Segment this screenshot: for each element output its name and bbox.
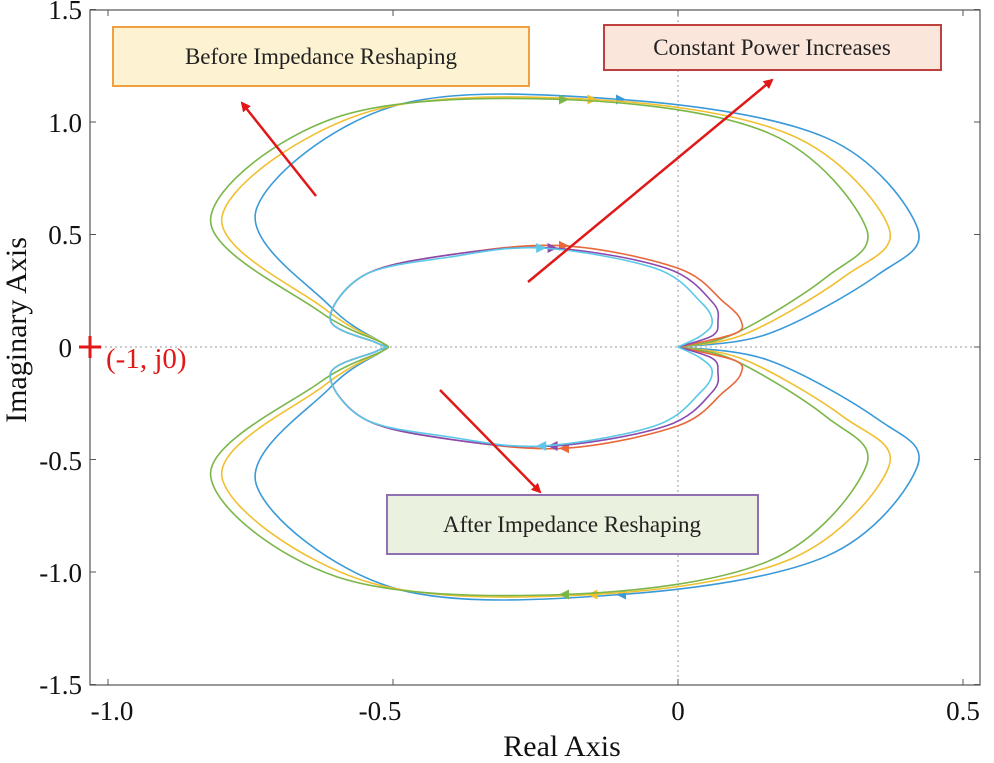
xtick-label: -0.5 <box>359 696 402 726</box>
annotation-constant-power: Constant Power Increases <box>603 24 942 71</box>
direction-marker <box>547 243 558 253</box>
ytick-label: 0.5 <box>48 220 82 250</box>
xtick-label: -1.0 <box>91 696 134 726</box>
series-line-before-upper <box>209 97 869 348</box>
direction-marker <box>559 443 569 454</box>
ytick-label: 0 <box>59 333 73 363</box>
annotation-before: Before Impedance Reshaping <box>112 26 530 87</box>
svg-text:After Impedance Reshaping: After Impedance Reshaping <box>443 512 702 537</box>
annotation-after: After Impedance Reshaping <box>386 494 759 555</box>
ytick-label: -1.0 <box>39 558 82 588</box>
direction-marker <box>559 589 569 600</box>
ytick-label: -1.5 <box>39 670 82 700</box>
series-line-before-upper <box>221 96 892 348</box>
direction-marker <box>587 94 598 105</box>
direction-marker <box>536 243 547 253</box>
svg-text:Before Impedance Reshaping: Before Impedance Reshaping <box>185 44 458 69</box>
direction-marker <box>536 441 547 451</box>
xtick-label: 0 <box>671 696 685 726</box>
series-line-before-lower <box>209 346 869 597</box>
direction-marker <box>587 589 598 600</box>
arrow-after <box>439 389 542 494</box>
direction-marker <box>547 441 558 451</box>
y-axis-title: Imaginary Axis <box>0 237 33 423</box>
ytick-label: 1.5 <box>48 0 82 25</box>
xtick-label: 0.5 <box>946 696 980 726</box>
ytick-label: 1.0 <box>48 108 82 138</box>
x-axis-title: Real Axis <box>503 730 621 763</box>
tick-group <box>90 9 980 685</box>
series-line-before-lower <box>221 346 892 598</box>
ytick-label: -0.5 <box>39 446 82 476</box>
direction-marker <box>559 94 569 105</box>
arrow-constant-power <box>527 78 774 283</box>
critical-point-marker <box>79 336 101 358</box>
curve-group <box>209 93 920 601</box>
critical-point-label: (-1, j0) <box>106 343 187 375</box>
svg-text:Constant Power Increases: Constant Power Increases <box>653 35 891 60</box>
arrow-before <box>240 101 317 197</box>
